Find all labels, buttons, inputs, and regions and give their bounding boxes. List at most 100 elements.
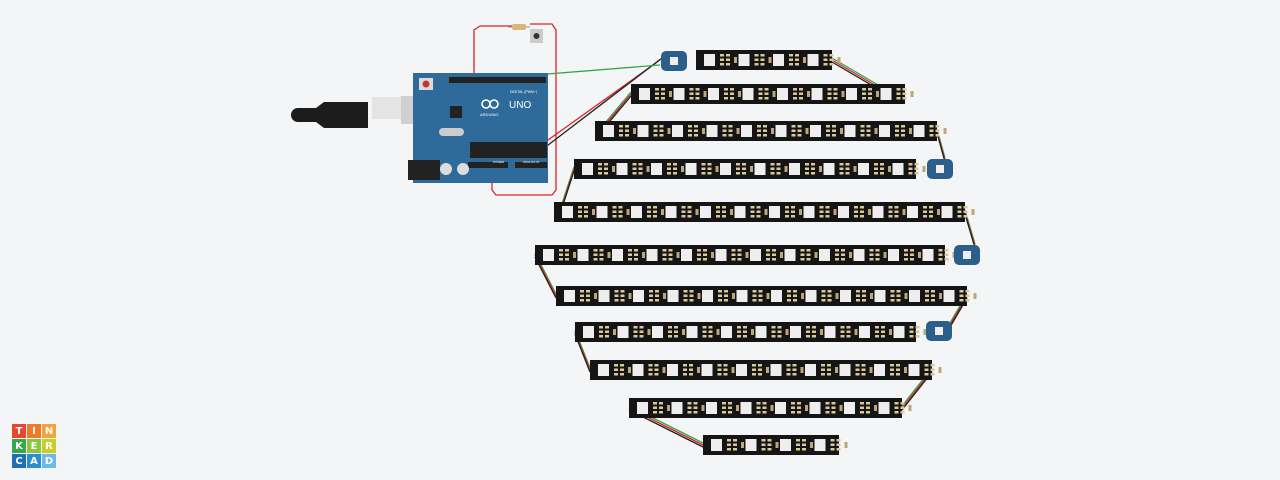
digital-label: DIGITAL (PWM~)	[510, 90, 537, 94]
led-strip[interactable]	[554, 202, 975, 222]
logo-letter: A	[27, 454, 41, 468]
wire-red[interactable]	[491, 23, 661, 196]
led-pixel	[892, 163, 904, 175]
led-pixel	[838, 206, 849, 218]
led-pixel	[840, 290, 851, 302]
led-pixel	[819, 249, 830, 261]
led-strip[interactable]	[556, 286, 977, 306]
neopixel-jewel[interactable]	[926, 321, 952, 341]
led-pixel	[775, 125, 787, 137]
led-pixel	[633, 290, 644, 302]
led-pixel	[879, 125, 890, 137]
led-pixel	[700, 206, 711, 218]
wire-red[interactable]	[473, 25, 512, 76]
arduino-uno-board[interactable]: UNO ARDUINO DIGITAL (PWM~) POWER ANALOG …	[291, 73, 548, 183]
led-pixel	[582, 163, 593, 175]
led-strip[interactable]	[631, 84, 914, 104]
led-pixel	[671, 402, 683, 414]
led-pixel	[809, 402, 821, 414]
led-pixel	[775, 402, 786, 414]
led-pixel	[736, 290, 748, 302]
led-pixel	[715, 249, 727, 261]
led-pixel	[583, 326, 594, 338]
led-pixel	[814, 439, 826, 451]
led-pixel	[773, 54, 784, 66]
led-pixel	[913, 125, 925, 137]
led-strip[interactable]	[703, 435, 848, 455]
led-pixel	[907, 206, 918, 218]
led-strip[interactable]	[575, 322, 927, 342]
led-pixel	[631, 206, 642, 218]
led-strip[interactable]	[590, 360, 942, 380]
led-pixel	[720, 163, 731, 175]
led-strip[interactable]	[535, 245, 956, 265]
led-strip[interactable]	[574, 159, 926, 179]
analog-label: ANALOG IN	[523, 160, 539, 164]
resistor[interactable]	[508, 24, 530, 30]
led-pixel	[639, 88, 650, 100]
led-pixel	[612, 249, 623, 261]
led-pixel	[706, 125, 718, 137]
led-pixel	[742, 88, 754, 100]
strip-wire[interactable]	[964, 213, 976, 249]
led-pixel	[824, 326, 836, 338]
led-pixel	[807, 54, 819, 66]
header-pins	[449, 77, 509, 83]
led-pixel	[770, 364, 782, 376]
led-pixel	[909, 290, 920, 302]
led-pixel	[853, 249, 865, 261]
led-pixel	[721, 326, 732, 338]
led-pixel	[789, 163, 800, 175]
led-pixel	[686, 326, 698, 338]
led-pixel	[810, 125, 821, 137]
led-pixel	[706, 402, 717, 414]
led-strip[interactable]	[696, 50, 841, 70]
neopixel-jewel[interactable]	[954, 245, 980, 265]
led-pixel	[811, 88, 823, 100]
led-pixel	[823, 163, 835, 175]
led-pixel	[805, 364, 816, 376]
led-pixel	[740, 402, 752, 414]
logo-letter: E	[27, 439, 41, 453]
led-pixel	[908, 364, 920, 376]
led-pixel	[755, 326, 767, 338]
led-pixel	[777, 88, 788, 100]
led-pixel	[922, 249, 934, 261]
neopixel-jewel[interactable]	[661, 51, 687, 71]
neopixel-jewel[interactable]	[927, 159, 953, 179]
led-pixel	[780, 439, 791, 451]
led-pixel	[651, 163, 662, 175]
led-pixel	[888, 249, 899, 261]
led-pixel	[667, 290, 679, 302]
led-pixel	[874, 290, 886, 302]
led-pixel	[771, 290, 782, 302]
led-pixel	[543, 249, 554, 261]
usb-connector	[372, 97, 402, 119]
logo-letter: R	[42, 439, 56, 453]
logo-letter: D	[42, 454, 56, 468]
led-pixel	[846, 88, 857, 100]
led-pixel	[874, 364, 885, 376]
led-pixel	[637, 402, 648, 414]
led-pixel	[872, 206, 884, 218]
led-pixel	[711, 439, 722, 451]
led-pixel	[681, 249, 692, 261]
atmega-chip	[470, 142, 547, 158]
led-pixel	[598, 364, 609, 376]
led-pixel	[637, 125, 649, 137]
led-pixel	[652, 326, 663, 338]
led-pixel	[943, 290, 955, 302]
pushbutton[interactable]	[530, 29, 543, 43]
power-label: POWER	[493, 160, 505, 164]
arduino-logo-icon	[481, 99, 499, 109]
power-jack	[408, 160, 440, 180]
led-strip[interactable]	[595, 121, 947, 141]
led-pixel	[685, 163, 697, 175]
logo-letter: C	[12, 454, 26, 468]
led-strip[interactable]	[629, 398, 912, 418]
strip-wire[interactable]	[936, 132, 946, 163]
led-pixel	[805, 290, 817, 302]
reset-button[interactable]	[422, 80, 430, 88]
